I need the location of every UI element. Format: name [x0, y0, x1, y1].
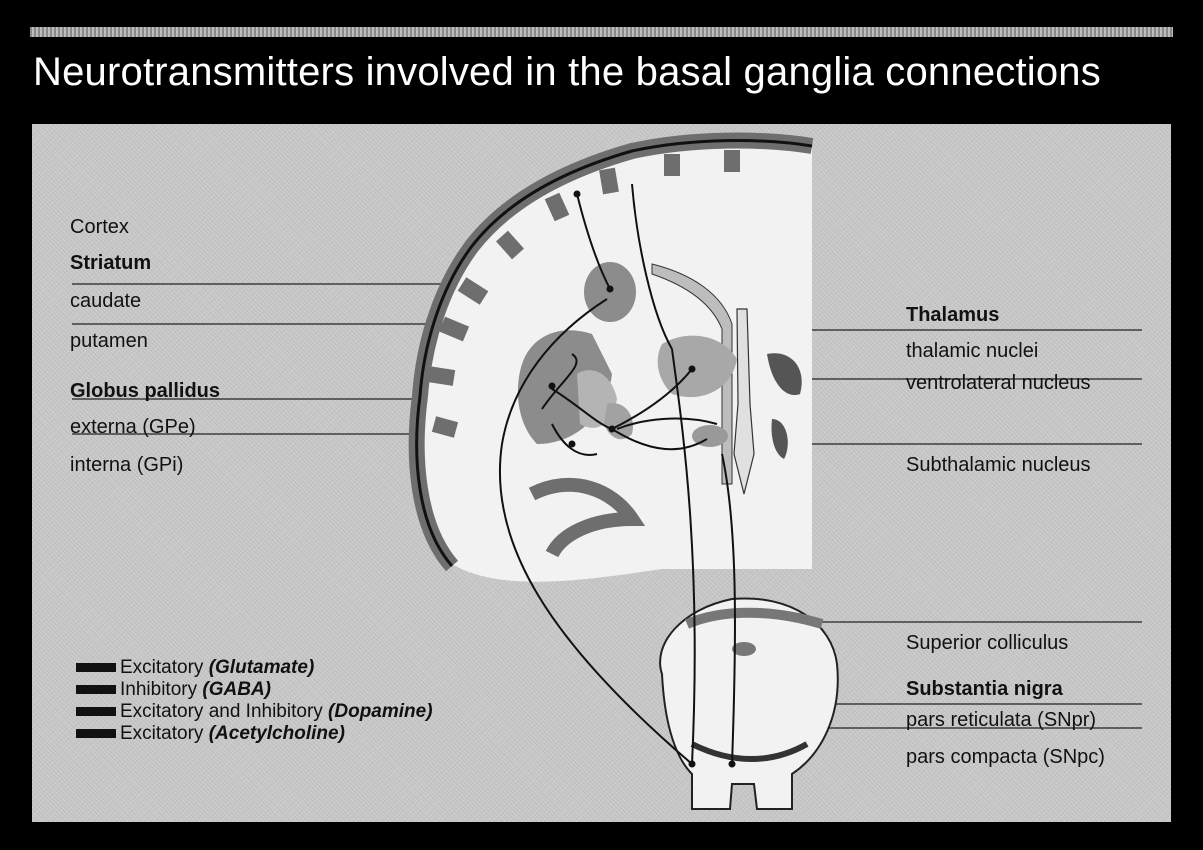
- label-putamen: putamen: [70, 330, 148, 353]
- label-caudate: caudate: [70, 290, 141, 313]
- label-gpi: interna (GPi): [70, 454, 183, 477]
- label-substantia-nigra: Substantia nigra: [906, 678, 1063, 701]
- page-title: Neurotransmitters involved in the basal …: [33, 50, 1183, 95]
- legend-item: Excitatory (Acetylcholine): [76, 723, 345, 743]
- label-subthalamic: Subthalamic nucleus: [906, 454, 1091, 477]
- label-cortex: Cortex: [70, 216, 129, 239]
- label-thalamus: Thalamus: [906, 304, 999, 327]
- diagram-panel: Cortex Striatum caudate putamen Globus p…: [32, 124, 1171, 822]
- label-superior-colliculus: Superior colliculus: [906, 632, 1068, 655]
- midbrain: [660, 598, 838, 809]
- legend-item: Excitatory and Inhibitory (Dopamine): [76, 701, 433, 721]
- cerebral-hemisphere: [417, 139, 812, 582]
- label-striatum: Striatum: [70, 252, 151, 275]
- legend-item: Excitatory (Glutamate): [76, 657, 314, 677]
- legend-item: Inhibitory (GABA): [76, 679, 271, 699]
- label-thalamic-nuclei: thalamic nuclei: [906, 340, 1038, 363]
- label-gpe: externa (GPe): [70, 416, 196, 439]
- legend-swatch: [76, 663, 116, 672]
- legend-swatch: [76, 729, 116, 738]
- label-snpr: pars reticulata (SNpr): [906, 709, 1096, 732]
- legend-swatch: [76, 707, 116, 716]
- label-globus-pallidus: Globus pallidus: [70, 380, 220, 403]
- label-ventrolateral: ventrolateral nucleus: [906, 372, 1091, 395]
- title-top-strip: [30, 27, 1173, 37]
- label-snpc: pars compacta (SNpc): [906, 746, 1105, 769]
- legend-swatch: [76, 685, 116, 694]
